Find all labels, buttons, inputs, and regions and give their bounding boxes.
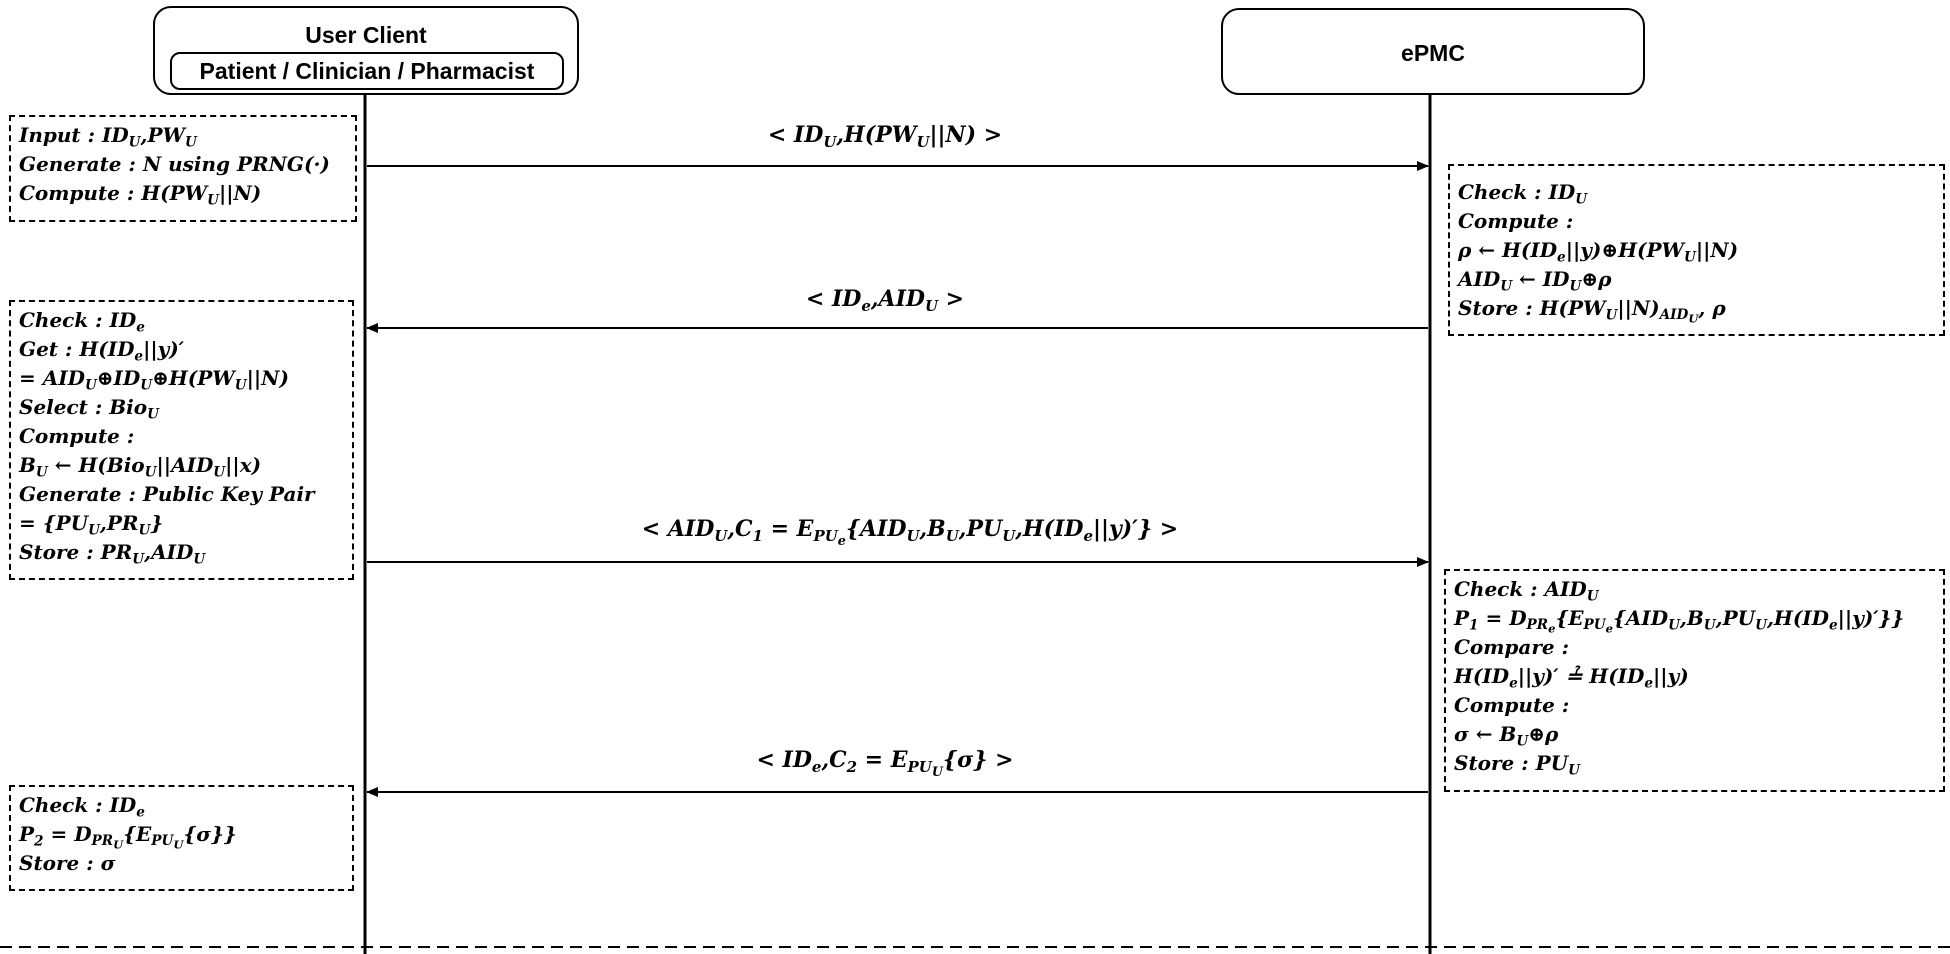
note-line: Generate : Public Key Pair (19, 482, 315, 506)
note-line: Generate : N using PRNG(·) (19, 152, 330, 176)
message-label-2: < IDe,AIDU > (805, 286, 965, 315)
note-line: Compare : (1454, 635, 1569, 659)
note-line: Compute : H(PWU||N) (19, 181, 262, 209)
note-line: Check : IDe (19, 308, 145, 336)
note-line: Compute : (1454, 693, 1570, 717)
note-line: Input : IDU,PWU (19, 123, 197, 151)
note-line: Check : AIDU (1454, 577, 1599, 605)
note-line: Store : H(PWU||N)AIDU, ρ (1458, 296, 1726, 327)
note-line: ρ ← H(IDe||y)⊕H(PWU||N) (1458, 238, 1739, 266)
note-line: P1 = DPRe{EPUe{AIDU,BU,PUU,H(IDe||y)′}} (1454, 606, 1905, 637)
note-line: Store : PUU (1454, 751, 1580, 779)
note-line: H(IDe||y)′ ≟ H(IDe||y) (1454, 664, 1689, 692)
client-actor-box: User Client Patient / Clinician / Pharma… (153, 6, 579, 95)
message-label-4: < IDe,C2 = EPUU{σ} > (756, 747, 1014, 779)
note-line: Store : PRU,AIDU (19, 540, 206, 568)
note-line: AIDU ← IDU⊕ρ (1458, 267, 1612, 295)
note-line: P2 = DPRU{EPUU{σ}} (19, 822, 237, 853)
note-line: Compute : (19, 424, 135, 448)
note-line: = AIDU⊕IDU⊕H(PWU||N) (19, 366, 289, 394)
server-actor-box: ePMC (1221, 8, 1645, 95)
message-label-1: < IDU,H(PWU||N) > (767, 122, 1003, 151)
note-line: Check : IDU (1458, 180, 1588, 208)
message-label-3: < AIDU,C1 = EPUe{AIDU,BU,PUU,H(IDe||y)′}… (641, 516, 1179, 548)
note-line: BU ← H(BioU||AIDU||x) (19, 453, 262, 481)
note-line: = {PUU,PRU} (19, 511, 164, 539)
note-line: σ ← BU⊕ρ (1454, 722, 1559, 750)
note-line: Store : σ (19, 851, 116, 875)
note-line: Select : BioU (19, 395, 159, 423)
client-actor-roles: Patient / Clinician / Pharmacist (170, 52, 564, 90)
server-actor-title: ePMC (1401, 40, 1465, 66)
note-line: Get : H(IDe||y)′ (19, 337, 184, 365)
note-line: Check : IDe (19, 793, 145, 821)
note-line: Compute : (1458, 209, 1574, 233)
client-actor-title: User Client (305, 22, 427, 48)
